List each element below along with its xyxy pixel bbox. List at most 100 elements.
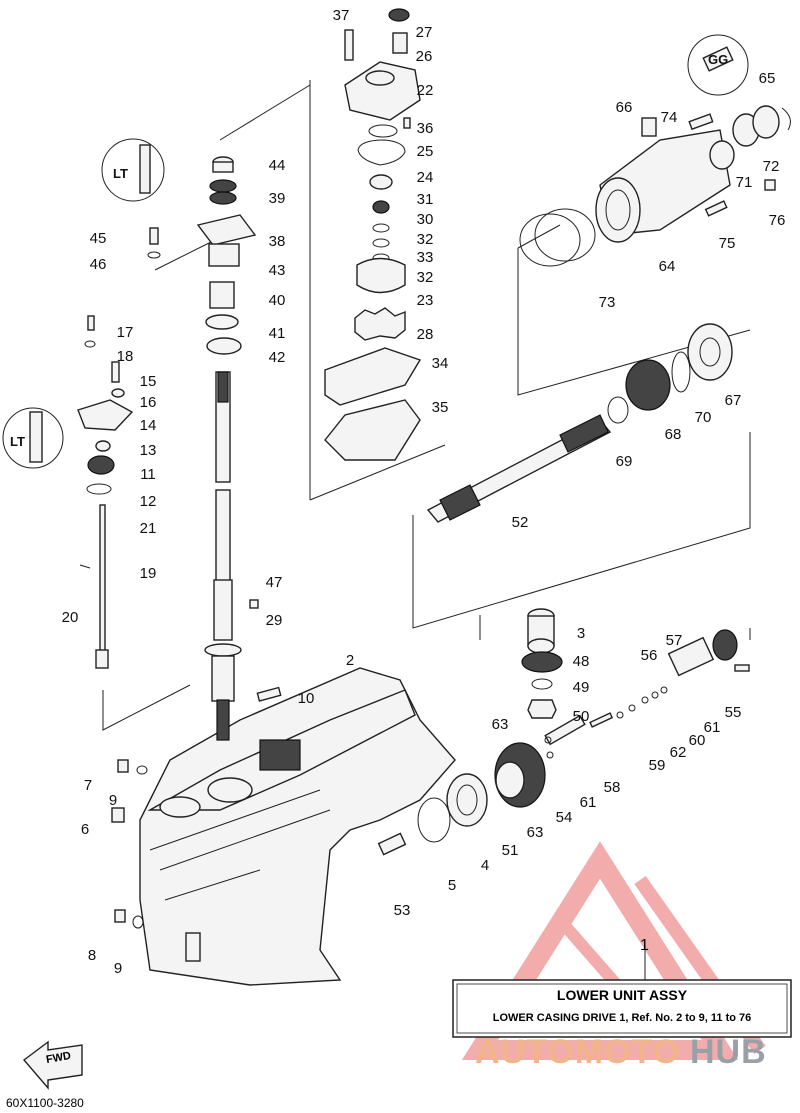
- detail-circle-gg: GG: [687, 34, 749, 96]
- callout-number: 66: [616, 99, 633, 116]
- callout-number: 9: [114, 960, 122, 977]
- frame-line: [219, 84, 311, 141]
- callout-number: 56: [641, 647, 658, 664]
- callout-number: 62: [670, 744, 687, 761]
- water-pump-parts: [324, 8, 422, 461]
- callout-number: 60: [689, 732, 706, 749]
- callout-number: 34: [432, 355, 449, 372]
- callout-number: 15: [140, 373, 157, 390]
- fasteners: [111, 227, 282, 929]
- callout-number: 27: [416, 24, 433, 41]
- callout-number: 22: [417, 82, 434, 99]
- callout-number: 2: [346, 652, 354, 669]
- callout-number: 5: [448, 877, 456, 894]
- callout-number: 30: [417, 211, 434, 228]
- callout-number: 48: [573, 653, 590, 670]
- callout-number: 20: [62, 609, 79, 626]
- callout-number: 69: [616, 453, 633, 470]
- callout-number: 74: [661, 109, 678, 126]
- callout-number: 4: [481, 857, 489, 874]
- callout-number: 14: [140, 417, 157, 434]
- callout-number: 45: [90, 230, 107, 247]
- callout-number: 76: [769, 212, 786, 229]
- callout-number: 70: [695, 409, 712, 426]
- frame-line: [517, 224, 561, 249]
- callout-number: 12: [140, 493, 157, 510]
- callout-number: 61: [580, 794, 597, 811]
- callout-number: 21: [140, 520, 157, 537]
- shift-rod-frame-line: [102, 684, 191, 731]
- callout-number: 71: [736, 174, 753, 191]
- callout-number: 32: [417, 231, 434, 248]
- callout-number: 46: [90, 256, 107, 273]
- callout-number: 53: [394, 902, 411, 919]
- drive-shaft: [204, 371, 242, 741]
- propshaft-frame-line: [517, 248, 751, 396]
- callout-number: 31: [417, 191, 434, 208]
- callout-number: 39: [269, 190, 286, 207]
- callout-number: 24: [417, 169, 434, 186]
- shaft-housing-parts: [196, 156, 257, 355]
- callout-number: 73: [599, 294, 616, 311]
- shift-rod-parts: [77, 315, 134, 669]
- callout-number: 61: [704, 719, 721, 736]
- callout-number: 41: [269, 325, 286, 342]
- detail-label-lt-top: LT: [113, 166, 128, 181]
- callout-number: 6: [81, 821, 89, 838]
- callout-number: 38: [269, 233, 286, 250]
- callout-number: 67: [725, 392, 742, 409]
- callout-number: 17: [117, 324, 134, 341]
- callout-number: 25: [417, 143, 434, 160]
- title-box: [452, 945, 792, 1038]
- callout-number: 19: [140, 565, 157, 582]
- clutch-parts: [544, 629, 750, 759]
- callout-number: 26: [416, 48, 433, 65]
- callout-number: 64: [659, 258, 676, 275]
- callout-number: 9: [109, 792, 117, 809]
- detail-circle-lt-top: LT: [101, 138, 165, 202]
- callout-number: 10: [298, 690, 315, 707]
- callout-number: 72: [763, 158, 780, 175]
- callout-number: 16: [140, 394, 157, 411]
- callout-layer: 3727262236252431303233322328343544393843…: [62, 7, 786, 977]
- callout-number: 8: [88, 947, 96, 964]
- callout-number: 3: [577, 625, 585, 642]
- callout-number: 58: [604, 779, 621, 796]
- callout-number: 7: [84, 777, 92, 794]
- callout-number: 33: [417, 249, 434, 266]
- callout-number: 49: [573, 679, 590, 696]
- callout-number: 54: [556, 809, 573, 826]
- frame-line: [309, 444, 446, 501]
- callout-number: 50: [573, 708, 590, 725]
- propshaft-frame-line: [412, 432, 751, 629]
- callout-number: 63: [492, 716, 509, 733]
- callout-number: 37: [333, 7, 350, 24]
- callout-number: 55: [725, 704, 742, 721]
- detail-label-lt-left: LT: [10, 434, 25, 449]
- callout-number: 28: [417, 326, 434, 343]
- callout-number: 47: [266, 574, 283, 591]
- detail-label-gg: GG: [708, 52, 728, 67]
- propeller-shaft: [426, 414, 612, 523]
- detail-circle-lt-left: LT: [2, 407, 64, 469]
- frame-line: [154, 239, 216, 271]
- callout-number: 68: [665, 426, 682, 443]
- callout-number: 63: [527, 824, 544, 841]
- prop-shaft-housing: [519, 105, 791, 424]
- callout-number: 11: [140, 466, 156, 483]
- callout-number: 13: [140, 442, 157, 459]
- fwd-arrow: [22, 1040, 83, 1090]
- lower-casing: [139, 667, 456, 986]
- callout-number: 65: [759, 70, 776, 87]
- callout-number: 23: [417, 292, 434, 309]
- callout-number: 43: [269, 262, 286, 279]
- callout-number: 57: [666, 632, 683, 649]
- callout-number: 75: [719, 235, 736, 252]
- callout-number: 59: [649, 757, 666, 774]
- gear-parts: [377, 608, 586, 856]
- callout-number: 35: [432, 399, 449, 416]
- callout-number: 44: [269, 157, 286, 174]
- callout-number: 29: [266, 612, 283, 629]
- callout-number: 18: [117, 348, 134, 365]
